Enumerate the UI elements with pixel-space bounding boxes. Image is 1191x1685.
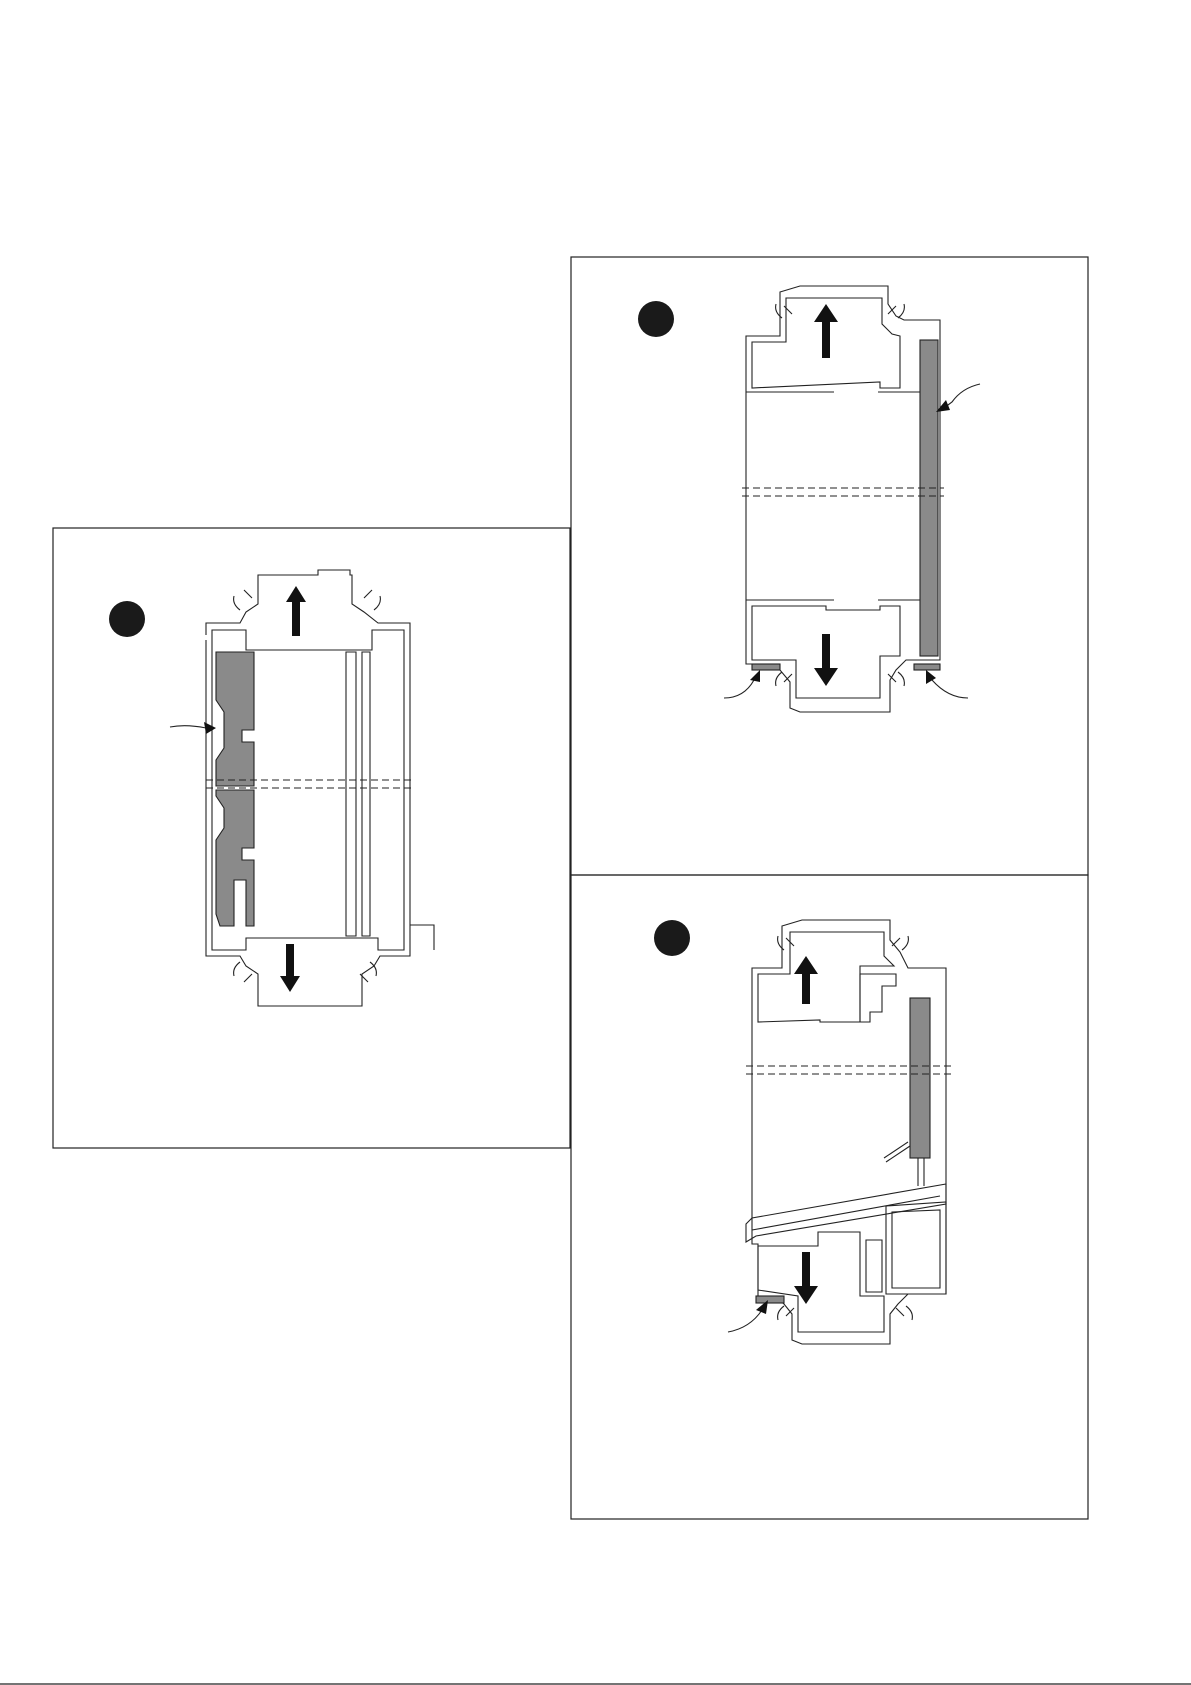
insulation-block-left [216, 652, 254, 926]
leader-left [170, 726, 206, 728]
arrow-up-left [286, 586, 306, 636]
profile-outer-top-right [746, 286, 940, 712]
glazing-drop-line [918, 1158, 924, 1186]
arrow-up-top-right [814, 304, 838, 358]
seal-bottom-c [756, 1296, 784, 1303]
leader-seal-b [932, 680, 968, 698]
arrow-up-bottom-right [794, 956, 818, 1004]
panel-left [109, 570, 434, 1006]
profile-inner-bottom-right [758, 932, 894, 1332]
panel-frame-bottom-right [571, 875, 1088, 1519]
break-line-top-right [742, 488, 944, 496]
clip-top-right-a [776, 304, 792, 318]
panel-badge-bottom-right [654, 920, 690, 956]
inner-tube-left [346, 652, 370, 936]
leader-panel-top-right [944, 384, 980, 408]
clip-top-right-c [778, 936, 794, 950]
clip-bottom-left-a [234, 962, 252, 982]
leader-seal-c [728, 1310, 762, 1332]
panel-bottom-right [654, 920, 952, 1344]
glazing-clip-line [884, 1142, 910, 1162]
sloped-sill [746, 1184, 946, 1242]
stile-bottom-right [866, 1240, 882, 1292]
clip-top-right-d [892, 936, 908, 950]
clip-bottom-right-d [896, 1306, 912, 1320]
box-right-bottom [886, 1202, 946, 1294]
panel-top-right [638, 286, 980, 712]
arrow-down-top-right [814, 634, 838, 686]
leader-head-seal-a [750, 670, 760, 682]
seal-bottom-b [914, 664, 940, 670]
arrow-down-left [280, 944, 300, 992]
seal-bottom-a [752, 664, 780, 670]
panel-badge-top-right [638, 301, 674, 337]
leader-head-left [204, 722, 216, 734]
glazing-panel-bottom-right [910, 998, 930, 1158]
leader-seal-a [724, 680, 754, 698]
panel-badge-left [109, 601, 145, 637]
glazing-panel-top-right [920, 340, 938, 656]
clip-top-left-b [364, 590, 380, 610]
glazing-bead-top [860, 974, 896, 1022]
clip-top-left-a [234, 590, 252, 610]
